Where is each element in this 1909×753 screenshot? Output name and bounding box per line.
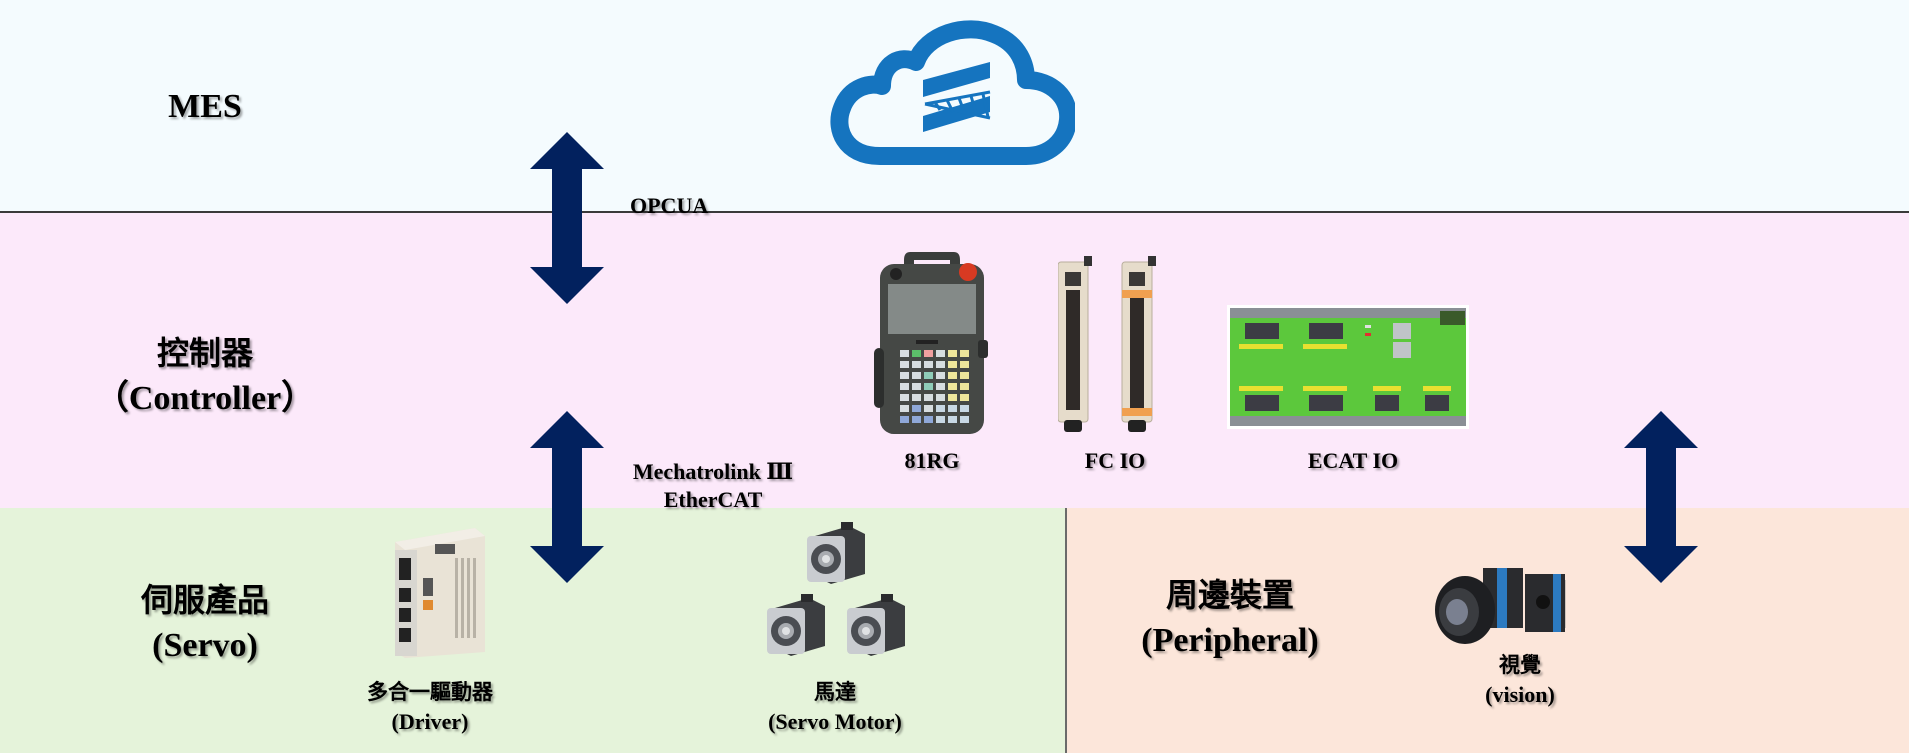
mes-title: MES bbox=[168, 88, 242, 125]
peripheral-title-cjk: 周邊裝置 bbox=[1165, 576, 1294, 614]
controller-title-cjk: 控制器 bbox=[156, 334, 253, 372]
servo-motor-icon bbox=[755, 518, 915, 668]
protocol-opcua: OPCUA bbox=[630, 193, 709, 218]
vision-label-cjk: 視覺 bbox=[1499, 653, 1541, 677]
vision-label-en: (vision) bbox=[1485, 682, 1555, 707]
ecat-io-label: ECAT IO bbox=[1307, 448, 1399, 473]
protocol-fieldbus: Mechatrolink Ⅲ EtherCAT bbox=[612, 458, 814, 514]
motor-label: 馬達 (Servo Motor) bbox=[735, 677, 935, 737]
driver-label-en: (Driver) bbox=[391, 709, 469, 734]
fc-io-label: FC IO bbox=[1084, 448, 1146, 473]
servo-title: 伺服產品 (Servo) bbox=[60, 577, 350, 669]
io-module-icon bbox=[1058, 252, 1178, 432]
controller-title: 控制器 （Controller） bbox=[60, 330, 350, 422]
peripheral-double-arrow-icon bbox=[1624, 411, 1698, 583]
peripheral-title-en: (Peripheral) bbox=[1141, 622, 1319, 659]
servo-title-cjk: 伺服產品 bbox=[140, 581, 269, 619]
motor-label-cjk: 馬達 bbox=[814, 680, 856, 704]
protocol-mechatrolink: Mechatrolink Ⅲ bbox=[632, 459, 794, 484]
cloud-logo-icon bbox=[830, 20, 1075, 168]
camera-icon bbox=[1425, 562, 1605, 662]
driver-label: 多合一驅動器 (Driver) bbox=[335, 677, 525, 737]
io-board-icon bbox=[1227, 305, 1469, 429]
servo-title-en: (Servo) bbox=[152, 627, 258, 664]
teach-pendant-label: 81RG bbox=[904, 448, 960, 473]
motor-label-en: (Servo Motor) bbox=[768, 709, 902, 734]
driver-label-cjk: 多合一驅動器 bbox=[367, 680, 493, 704]
servo-driver-icon bbox=[385, 528, 495, 658]
fieldbus-double-arrow-icon bbox=[530, 411, 604, 583]
opcua-double-arrow-icon bbox=[530, 132, 604, 304]
peripheral-title: 周邊裝置 (Peripheral) bbox=[1085, 572, 1375, 664]
controller-title-en: （Controller） bbox=[94, 380, 316, 417]
protocol-ethercat: EtherCAT bbox=[663, 487, 763, 512]
teach-pendant-icon bbox=[872, 248, 992, 443]
vision-label: 視覺 (vision) bbox=[1440, 650, 1600, 710]
